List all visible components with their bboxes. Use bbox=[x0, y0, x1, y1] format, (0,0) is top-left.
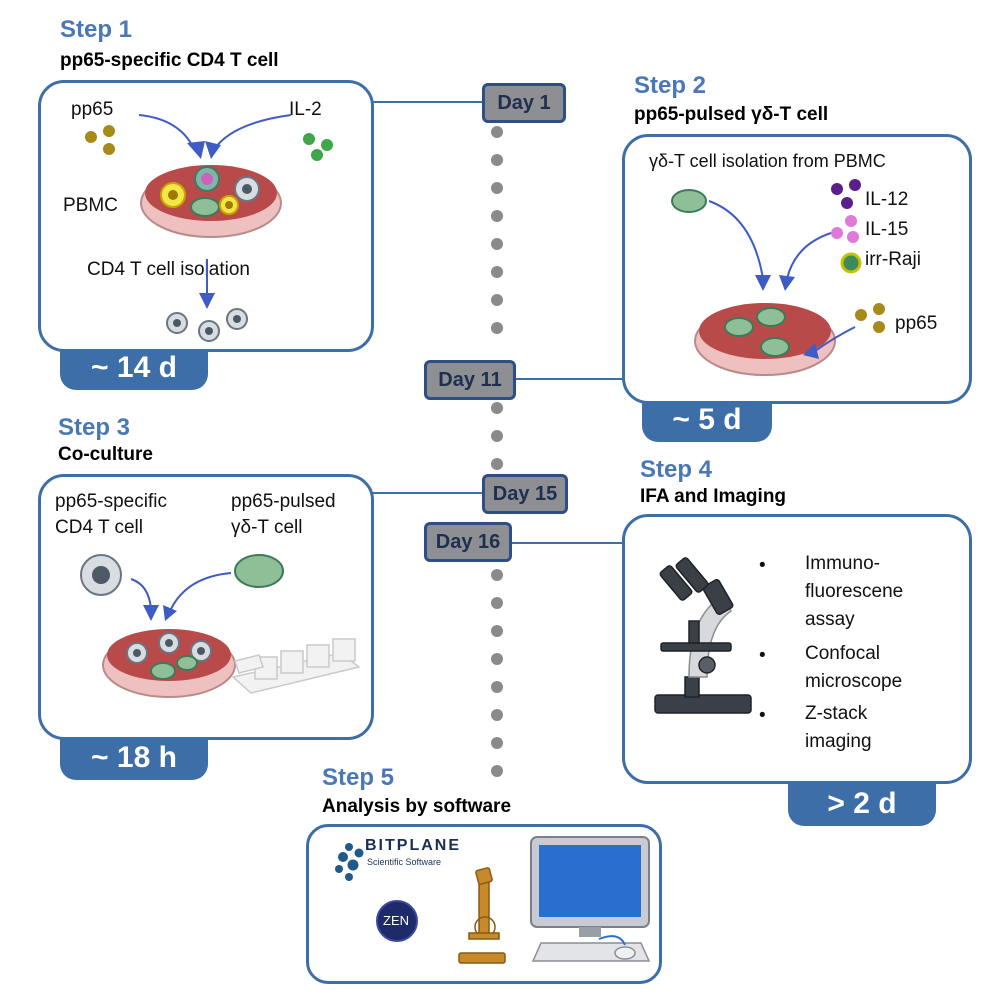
step2-isolation-label: γδ-T cell isolation from PBMC bbox=[649, 151, 886, 171]
step1-illustration bbox=[85, 114, 333, 342]
step1-panel: pp65 IL-2 PBMC CD4 T cell isolation bbox=[38, 80, 374, 352]
step4-subtitle: IFA and Imaging bbox=[640, 486, 787, 507]
zen-logo-icon bbox=[376, 900, 418, 942]
step2-pp65-label: pp65 bbox=[895, 313, 938, 334]
step4-duration: > 2 d bbox=[788, 782, 936, 826]
step1-duration: ~ 14 d bbox=[60, 346, 208, 390]
step1-isolation-label: CD4 T cell isolation bbox=[87, 259, 250, 280]
step4-bullet1-line1: Immuno- bbox=[805, 553, 880, 574]
step4-bullet1-line3: assay bbox=[805, 609, 855, 630]
pp65-dots-icon bbox=[855, 303, 885, 333]
step3-left-line2: CD4 T cell bbox=[55, 517, 143, 538]
step2-il12-label: IL-12 bbox=[865, 189, 909, 210]
zen-label: ZEN bbox=[383, 913, 409, 928]
step4-bullet3-mark: • bbox=[759, 705, 766, 726]
step3-right-line2: γδ-T cell bbox=[231, 517, 303, 538]
step4-bullet1-line2: fluorescene bbox=[805, 581, 904, 602]
step2-subtitle: pp65-pulsed γδ-T cell bbox=[634, 104, 829, 125]
petri-dish-icon bbox=[102, 629, 236, 698]
microscope-icon bbox=[654, 557, 752, 714]
step5-panel: BITPLANE Scientific Software ZEN bbox=[306, 824, 662, 984]
step4-bullet3-line2: imaging bbox=[805, 731, 872, 752]
step5-illustration bbox=[335, 836, 651, 964]
step3-panel: pp65-specific CD4 T cell pp65-pulsed γδ-… bbox=[38, 474, 374, 740]
gd-t-cell-icon bbox=[671, 189, 707, 213]
step3-duration: ~ 18 h bbox=[60, 736, 208, 780]
step2-il15-label: IL-15 bbox=[865, 219, 909, 240]
brass-microscope-icon bbox=[458, 867, 506, 964]
bitplane-label: BITPLANE bbox=[365, 837, 461, 854]
raji-cell-icon bbox=[840, 252, 862, 274]
bitplane-logo-icon bbox=[335, 843, 364, 881]
connector-step4 bbox=[512, 542, 624, 544]
step3-title: Step 3 bbox=[58, 414, 131, 441]
cd4-cells-icon bbox=[166, 308, 248, 342]
step1-il2-label: IL-2 bbox=[289, 99, 322, 120]
il12-dots-icon bbox=[831, 179, 861, 209]
petri-dish-icon bbox=[694, 303, 836, 376]
step3-subtitle: Co-culture bbox=[58, 444, 153, 465]
step1-pp65-label: pp65 bbox=[71, 99, 114, 120]
step2-panel: γδ-T cell isolation from PBMC IL-12 IL-1… bbox=[622, 134, 972, 404]
pp65-dots-icon bbox=[85, 125, 115, 155]
step4-bullet2-mark: • bbox=[759, 645, 766, 666]
computer-icon bbox=[530, 836, 651, 962]
day11-marker: Day 11 bbox=[424, 360, 516, 400]
step5-title: Step 5 bbox=[322, 764, 395, 791]
step3-illustration bbox=[80, 554, 361, 698]
step1-title: Step 1 bbox=[60, 16, 133, 43]
gd-t-cell-icon bbox=[234, 554, 284, 588]
day15-marker: Day 15 bbox=[482, 474, 568, 514]
step2-duration: ~ 5 d bbox=[642, 398, 772, 442]
step2-raji-label: irr-Raji bbox=[865, 249, 921, 270]
day16-marker: Day 16 bbox=[424, 522, 512, 562]
step2-title: Step 2 bbox=[634, 72, 707, 99]
step1-pbmc-label: PBMC bbox=[63, 195, 118, 216]
step1-subtitle: pp65-specific CD4 T cell bbox=[60, 50, 279, 71]
step3-right-line1: pp65-pulsed bbox=[231, 491, 336, 512]
step3-left-line1: pp65-specific bbox=[55, 491, 167, 512]
chamber-slide-icon bbox=[231, 638, 361, 694]
step4-bullet2-line1: Confocal bbox=[805, 643, 880, 664]
cd4-cell-icon bbox=[80, 554, 122, 596]
day1-marker: Day 1 bbox=[482, 83, 566, 123]
connector-step1 bbox=[372, 101, 484, 103]
step4-panel: • Immuno- fluorescene assay • Confocal m… bbox=[622, 514, 972, 784]
connector-step2 bbox=[514, 378, 624, 380]
step4-bullet2-line2: microscope bbox=[805, 671, 903, 692]
connector-step3 bbox=[372, 492, 484, 494]
step4-bullet3-line1: Z-stack bbox=[805, 703, 868, 724]
il2-dots-icon bbox=[303, 133, 333, 161]
step5-subtitle: Analysis by software bbox=[322, 796, 512, 817]
step2-illustration bbox=[671, 179, 885, 376]
petri-dish-icon bbox=[140, 165, 282, 238]
il15-dots-icon bbox=[831, 215, 859, 243]
step4-title: Step 4 bbox=[640, 456, 713, 483]
step4-bullet1-mark: • bbox=[759, 555, 766, 576]
bitplane-sub-label: Scientific Software bbox=[367, 857, 442, 867]
